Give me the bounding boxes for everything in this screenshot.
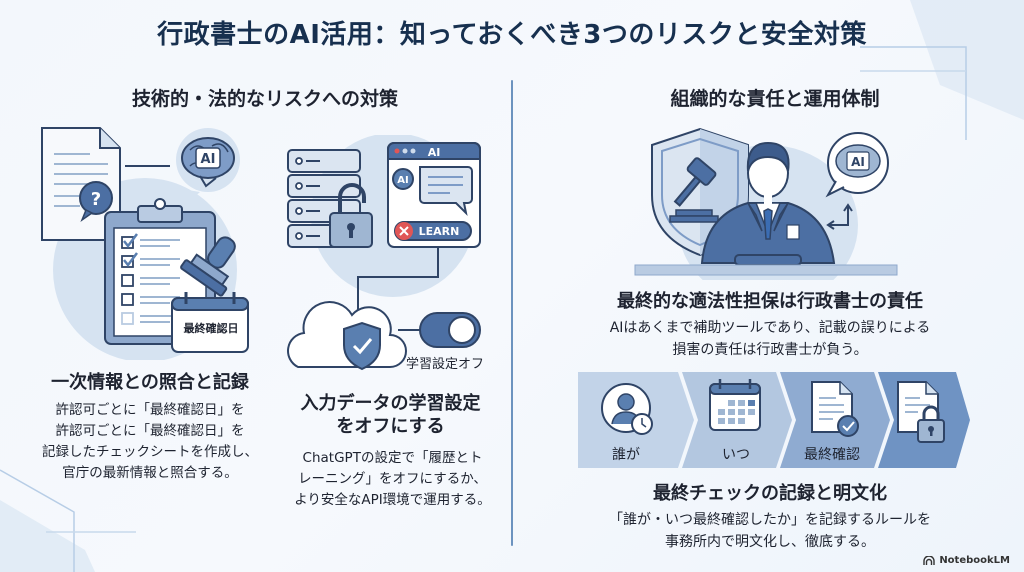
checklist-illustration: ? AI <box>41 127 249 360</box>
svg-text:AI: AI <box>428 146 441 159</box>
card3-body-line: 損害の責任は行政書士が負う。 <box>672 341 868 358</box>
card4-body-line: 「誰が・いつ最終確認したか」を記録するルールを <box>609 512 931 528</box>
card1-body-line: 許認可ごとに「最終確認日」を <box>55 402 245 418</box>
card4-body: 「誰が・いつ最終確認したか」を記録するルールを 事務所内で明文化し、徹底する。 <box>560 510 980 553</box>
step-label-final-check: 最終確認 <box>804 447 860 463</box>
document-question-icon: ? <box>41 127 121 241</box>
calendar-icon <box>709 379 761 431</box>
calendar-label: 最終確認日 <box>183 322 239 335</box>
card1-body-line: 記録したチェックシートを作成し、 <box>42 443 258 460</box>
section-divider <box>511 80 513 546</box>
card2-title-line: 入力データの学習設定 <box>300 393 481 414</box>
responsibility-illustration: AI <box>634 127 898 280</box>
cloud-shield-icon <box>287 301 407 371</box>
shield-gavel-icon <box>651 127 749 257</box>
svg-text:AI: AI <box>397 175 408 186</box>
left-section-heading: 技術的・法的なリスクへの対策 <box>131 88 398 110</box>
card2-title: 入力データの学習設定 をオフにする <box>278 392 503 439</box>
card3-title: 最終的な適法性担保は行政書士の責任 <box>617 291 923 312</box>
notebooklm-brand: NotebookLM <box>923 555 1010 566</box>
toggle-label: 学習設定オフ <box>406 357 485 372</box>
card2-body: ChatGPTの設定で「履歴とト レーニング」をオフにするか、 より安全なAPI… <box>270 448 515 511</box>
card1-body-line: 許認可ごとに「最終確認日」を <box>55 422 245 439</box>
calendar-icon <box>171 292 249 353</box>
card1-body-line: 官庁の最新情報と照合する。 <box>62 464 238 481</box>
brand-label: NotebookLM <box>939 555 1010 566</box>
notebooklm-logo-icon <box>923 555 936 565</box>
card4-body-line: 事務所内で明文化し、徹底する。 <box>665 533 875 550</box>
verification-steps: 誰が いつ 最終確認 <box>578 372 970 468</box>
step-label-who: 誰が <box>612 447 640 463</box>
card1-body: 許認可ごとに「最終確認日」を 許認可ごとに「最終確認日」を 記録したチェックシー… <box>20 400 280 484</box>
svg-text:AI: AI <box>851 155 865 169</box>
right-section-heading: 組織的な責任と運用体制 <box>670 88 880 110</box>
learning-toggle <box>419 312 481 348</box>
card3-body: AIはあくまで補助ツールであり、記載の誤りによる 損害の責任は行政書士が負う。 <box>560 318 980 361</box>
svg-text:?: ? <box>91 189 101 210</box>
card2-title-line: をオフにする <box>336 416 445 438</box>
document-lock-icon <box>897 381 945 443</box>
ai-brain-icon: AI <box>176 128 240 208</box>
ai-brain-icon: AI <box>825 132 889 198</box>
svg-text:AI: AI <box>201 152 216 167</box>
document-check-icon <box>811 381 859 437</box>
card2-body-line: ChatGPTの設定で「履歴とト <box>302 450 483 466</box>
step-label-when: いつ <box>722 447 750 463</box>
card2-body-line: レーニング」をオフにするか、 <box>298 470 487 487</box>
learning-settings-illustration: AI AI LEARN <box>287 135 481 371</box>
page-title: 行政書士のAI活用：知っておくべき3つのリスクと安全対策 <box>157 20 867 50</box>
svg-text:LEARN: LEARN <box>419 225 460 238</box>
card1-title: 一次情報との照合と記録 <box>51 372 249 393</box>
card4-title: 最終チェックの記録と明文化 <box>653 483 887 504</box>
stamp-icon <box>180 236 236 297</box>
person-clock-icon <box>601 383 653 435</box>
ai-window-icon: AI AI LEARN <box>387 142 481 248</box>
card3-body-line: AIはあくまで補助ツールであり、記載の誤りによる <box>609 320 931 336</box>
administrative-scrivener-figure <box>700 141 836 266</box>
open-padlock-icon <box>329 183 373 248</box>
card2-body-line: より安全なAPI環境で運用する。 <box>294 491 491 508</box>
